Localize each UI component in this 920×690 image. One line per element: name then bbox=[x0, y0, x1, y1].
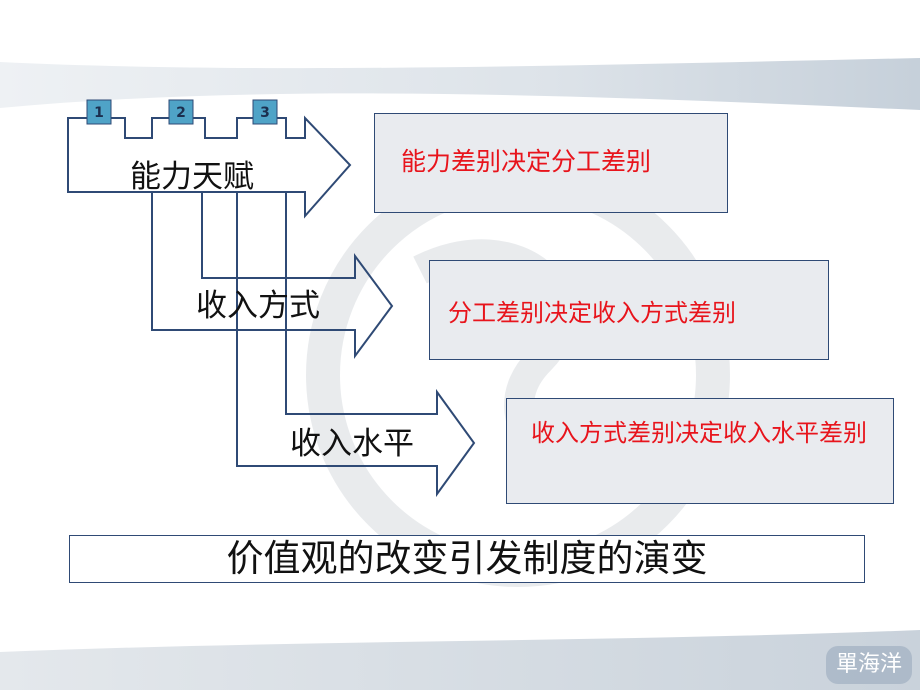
explanation-text-income-level: 收入方式差别决定收入水平差别 bbox=[531, 419, 867, 447]
explanation-box-ability: 能力差别决定分工差别 bbox=[374, 113, 728, 213]
arrow-income-mode-label: 收入方式 bbox=[196, 288, 320, 324]
slide-title-text: 价值观的改变引发制度的演变 bbox=[226, 537, 708, 580]
arrow-income-mode bbox=[151, 192, 394, 360]
badge-3-number: 3 bbox=[260, 105, 270, 121]
explanation-box-income-mode: 分工差别决定收入方式差别 bbox=[429, 260, 829, 360]
arrow-income-level-label: 收入水平 bbox=[290, 426, 414, 462]
badge-3 bbox=[252, 99, 278, 125]
watermark-logo: 單海洋 bbox=[826, 646, 912, 684]
arrow-income-level bbox=[236, 192, 476, 498]
explanation-text-income-mode: 分工差别决定收入方式差别 bbox=[448, 299, 736, 327]
badge-2 bbox=[168, 99, 194, 125]
bottom-band bbox=[0, 630, 920, 690]
explanation-box-income-level: 收入方式差别决定收入水平差别 bbox=[506, 398, 894, 504]
badge-2-number: 2 bbox=[176, 105, 186, 121]
slide-title: 价值观的改变引发制度的演变 bbox=[69, 535, 865, 583]
watermark-text: 單海洋 bbox=[835, 652, 902, 677]
arrow-ability-label: 能力天赋 bbox=[130, 159, 254, 195]
top-band bbox=[0, 58, 920, 110]
badge-1 bbox=[86, 99, 112, 125]
explanation-text-ability: 能力差别决定分工差别 bbox=[401, 147, 652, 176]
badge-1-number: 1 bbox=[94, 105, 104, 121]
top-swoosh bbox=[0, 0, 920, 67]
